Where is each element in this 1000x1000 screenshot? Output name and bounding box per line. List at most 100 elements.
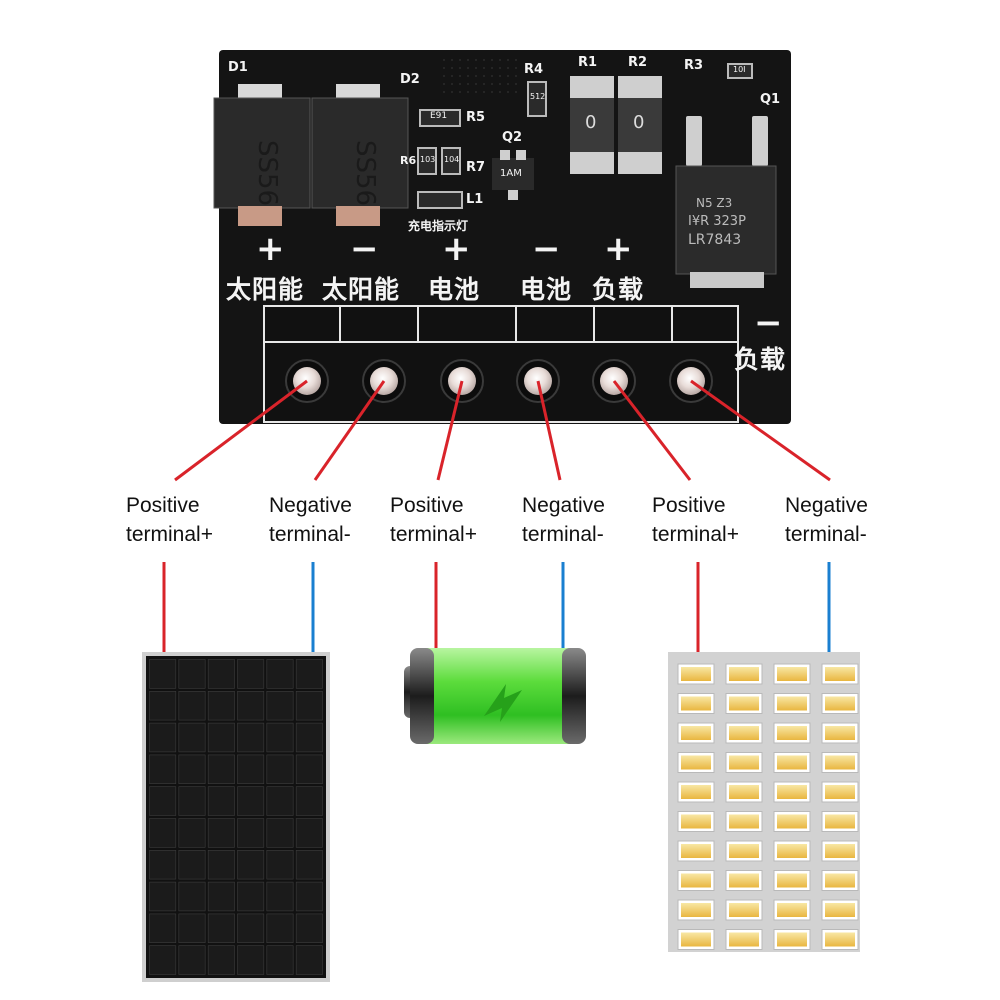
led-chip-phosphor xyxy=(729,667,759,681)
resistor-r4-code: 512 xyxy=(530,92,546,101)
led-chip xyxy=(773,752,811,773)
solar-cell xyxy=(266,818,294,848)
led-chip xyxy=(725,752,763,773)
designator-r5: R5 xyxy=(466,110,486,125)
solar-cell xyxy=(207,722,235,753)
led-chip-phosphor xyxy=(729,844,759,858)
designator-r6: R6 xyxy=(400,154,417,167)
label-line2: terminal+ xyxy=(652,523,739,546)
led-chip xyxy=(773,929,811,950)
solar-cell xyxy=(207,786,235,816)
solar-cell xyxy=(178,690,206,721)
solar-cell xyxy=(149,722,177,753)
led-chip-phosphor xyxy=(825,785,855,799)
label-solar-negative: Negative terminal- xyxy=(269,491,352,549)
solar-cell xyxy=(149,786,177,816)
solar-cell xyxy=(295,913,323,944)
solar-cell xyxy=(149,818,177,848)
led-chip-phosphor xyxy=(825,844,855,858)
led-chip xyxy=(821,929,859,950)
led-chip-phosphor xyxy=(777,755,807,770)
terminal-6-name: 负载 xyxy=(734,345,787,374)
regulator-q1 xyxy=(675,116,777,288)
led-chip xyxy=(725,811,763,832)
solar-cell xyxy=(178,786,206,816)
resistor-r1-value: 0 xyxy=(585,112,597,133)
solar-cell xyxy=(178,913,206,944)
led-chip xyxy=(821,752,859,773)
solar-cell xyxy=(266,722,294,753)
solar-cell xyxy=(237,913,265,944)
led-chip-phosphor xyxy=(681,667,711,681)
designator-r3: R3 xyxy=(684,58,704,73)
solar-cell xyxy=(237,690,265,721)
designator-l1: L1 xyxy=(466,192,484,207)
solar-cell xyxy=(149,881,177,912)
designator-d1: D1 xyxy=(228,60,248,75)
terminal-1-polarity: + xyxy=(256,229,285,269)
led-chip-phosphor xyxy=(681,696,711,711)
terminal-6-polarity: − xyxy=(754,303,783,343)
solar-panel xyxy=(142,652,330,982)
terminal-4-name: 电池 xyxy=(520,275,573,304)
led-chip xyxy=(821,693,859,714)
resistor-r2 xyxy=(618,76,662,174)
led-chip xyxy=(725,899,763,921)
resistor-r7 xyxy=(441,147,461,175)
solar-cell xyxy=(207,881,235,912)
led-chip-phosphor xyxy=(777,726,807,740)
solar-cell xyxy=(207,818,235,848)
solar-cell xyxy=(178,754,206,785)
solar-cell xyxy=(178,722,206,753)
solar-cell xyxy=(295,690,323,721)
led-chip-phosphor xyxy=(681,903,711,917)
wire-board-1 xyxy=(174,379,308,482)
transistor-q2 xyxy=(492,158,534,190)
designator-q1: Q1 xyxy=(760,92,781,107)
led-chip xyxy=(821,870,859,891)
led-chip xyxy=(821,899,859,921)
led-chip-phosphor xyxy=(777,814,807,829)
solar-cell xyxy=(237,786,265,816)
led-panel xyxy=(668,652,860,952)
solar-cell xyxy=(295,786,323,816)
solar-cell xyxy=(295,659,323,689)
label-line2: terminal+ xyxy=(126,523,213,546)
led-chip-phosphor xyxy=(825,814,855,829)
led-l1 xyxy=(417,191,463,209)
solar-cell xyxy=(207,690,235,721)
label-line2: terminal- xyxy=(269,523,351,546)
led-chip-phosphor xyxy=(777,903,807,917)
led-chip-phosphor xyxy=(681,755,711,770)
solar-cell xyxy=(237,945,265,975)
solar-cell xyxy=(237,849,265,880)
solar-cell xyxy=(207,754,235,785)
led-chip-phosphor xyxy=(681,726,711,740)
resistor-r6 xyxy=(417,147,437,175)
designator-r7: R7 xyxy=(466,160,486,175)
diode-d1 xyxy=(213,84,311,226)
label-line2: terminal+ xyxy=(390,523,477,546)
led-chip-phosphor xyxy=(729,814,759,829)
led-chip-phosphor xyxy=(681,785,711,799)
solar-cell xyxy=(149,945,177,975)
led-chip xyxy=(677,840,715,862)
label-line1: Negative xyxy=(522,494,605,517)
led-chip-phosphor xyxy=(777,932,807,947)
led-chip-phosphor xyxy=(729,932,759,947)
led-chip-phosphor xyxy=(825,932,855,947)
led-chip xyxy=(773,781,811,803)
solar-cell xyxy=(149,659,177,689)
led-chip xyxy=(725,840,763,862)
battery xyxy=(404,648,586,744)
led-chip-phosphor xyxy=(681,873,711,888)
terminal-1-name: 太阳能 xyxy=(226,275,305,304)
led-chip xyxy=(821,663,859,685)
led-chip xyxy=(773,870,811,891)
solar-cell xyxy=(149,913,177,944)
regulator-marking-2: I¥R 323P xyxy=(688,214,746,229)
resistor-r3 xyxy=(727,63,753,79)
led-chip-phosphor xyxy=(729,903,759,917)
designator-q2: Q2 xyxy=(502,130,523,145)
solar-cell xyxy=(266,754,294,785)
